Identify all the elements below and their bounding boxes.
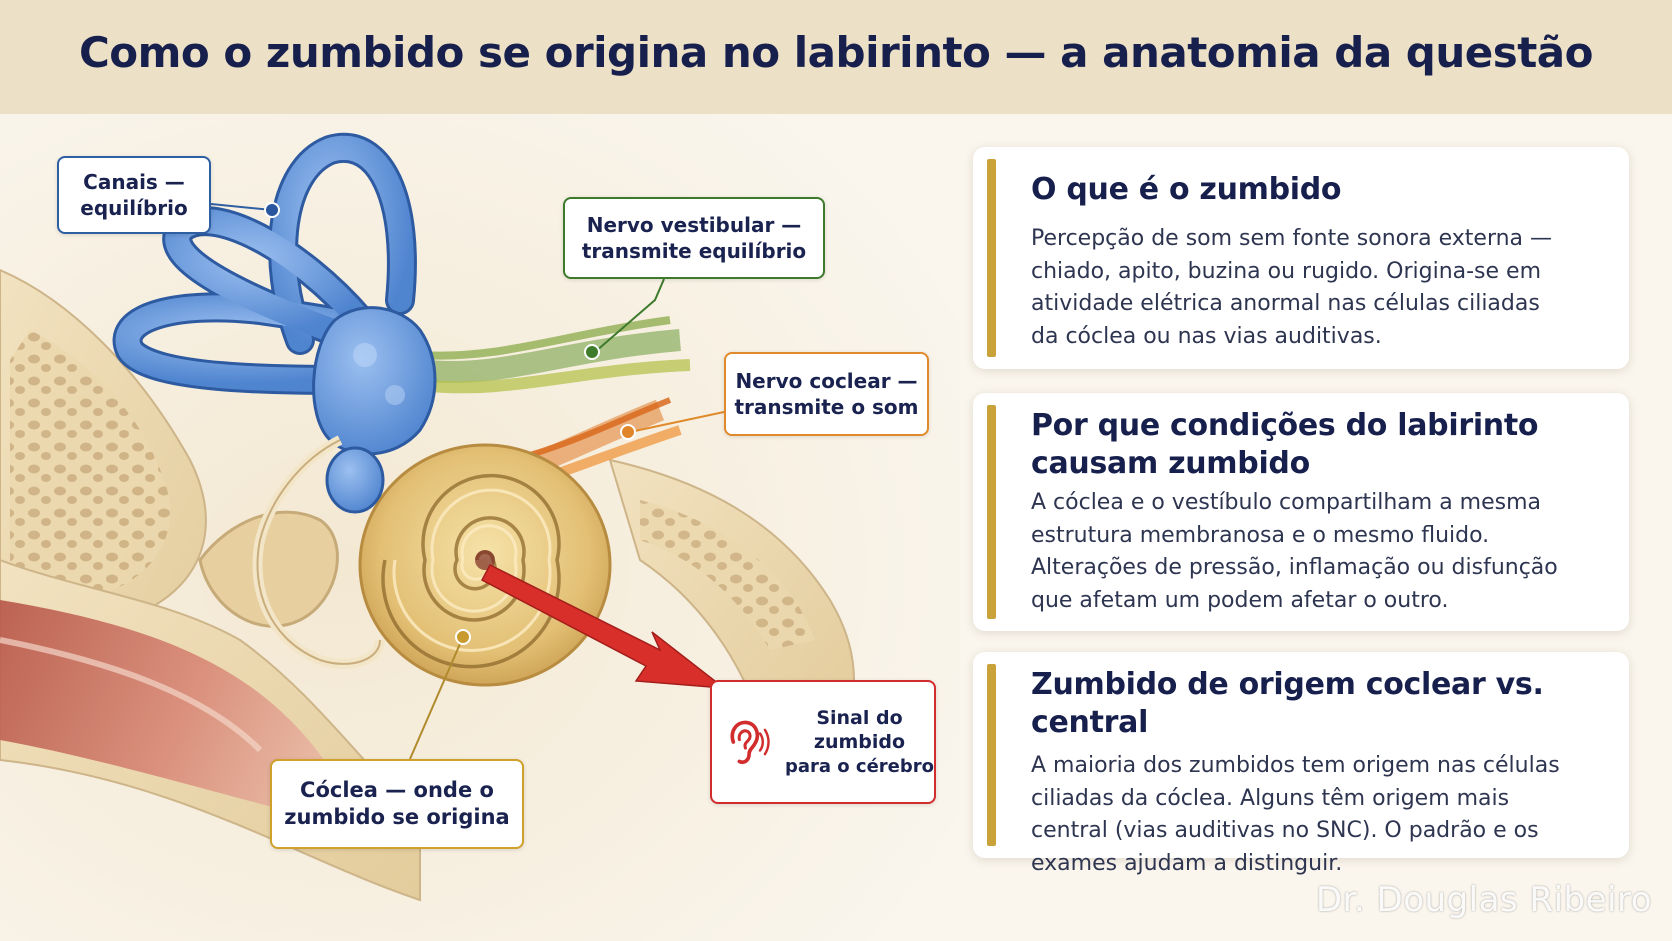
signal-arrow-icon bbox=[480, 564, 727, 689]
canais-label: Canais — equilíbrio bbox=[57, 156, 211, 234]
coclea-label: Cóclea — onde o zumbido se origina bbox=[270, 759, 524, 849]
card-heading: Zumbido de origem coclear vs. central bbox=[1031, 667, 1544, 740]
card-body: Percepção de som sem fonte sonora extern… bbox=[1031, 226, 1553, 349]
card-coclear-vs-central: Zumbido de origem coclear vs. central A … bbox=[973, 652, 1629, 876]
card-condicoes-labirinto: Por que condições do labirinto causam zu… bbox=[973, 393, 1629, 631]
card-accent-bar bbox=[987, 405, 996, 619]
sinal-zumbido-label: Sinal do zumbido para o cérebro bbox=[710, 680, 936, 804]
card-o-que-e-zumbido: O que é o zumbido Percepção de som sem f… bbox=[973, 147, 1629, 369]
card-heading: Por que condições do labirinto causam zu… bbox=[1031, 408, 1539, 481]
card-accent-bar bbox=[987, 664, 996, 846]
card-body: A maioria dos zumbidos tem origem nas cé… bbox=[1031, 753, 1560, 876]
nervo-vestibular-label: Nervo vestibular — transmite equilíbrio bbox=[563, 197, 825, 279]
card-body: A cóclea e o vestíbulo compartilham a me… bbox=[1031, 490, 1558, 613]
card-heading: O que é o zumbido bbox=[1031, 172, 1342, 207]
page-title: Como o zumbido se origina no labirinto —… bbox=[78, 28, 1594, 77]
nervo-coclear-label: Nervo coclear — transmite o som bbox=[724, 352, 929, 436]
ear-sound-icon bbox=[730, 720, 770, 764]
card-accent-bar bbox=[987, 159, 996, 357]
author-watermark: Dr. Douglas Ribeiro bbox=[1315, 880, 1652, 920]
header-banner bbox=[0, 0, 1672, 114]
